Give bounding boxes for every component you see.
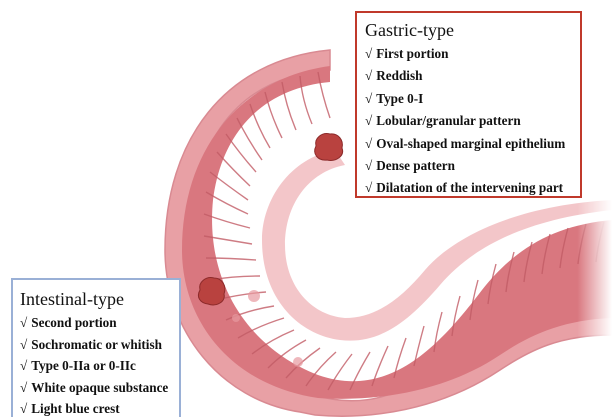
intestinal-type-box: Intestinal-type √ Second portion √ Sochrom… bbox=[11, 278, 181, 417]
intestinal-type-title: Intestinal-type bbox=[20, 288, 179, 310]
feature-text: Lobular/granular pattern bbox=[376, 113, 520, 128]
check-icon: √ bbox=[20, 401, 27, 416]
list-item: √ Lobular/granular pattern bbox=[365, 110, 580, 132]
list-item: √ Light blue crest bbox=[20, 398, 179, 417]
gastric-type-box: Gastric-type √ First portion √ Reddish √ Ty… bbox=[355, 11, 582, 198]
check-icon: √ bbox=[20, 337, 27, 352]
gastric-type-title: Gastric-type bbox=[365, 19, 580, 41]
feature-text: Type 0-I bbox=[376, 91, 423, 106]
list-item: √ Type 0-IIa or 0-IIc bbox=[20, 355, 179, 377]
list-item: √ Type 0-I bbox=[365, 88, 580, 110]
check-icon: √ bbox=[365, 158, 372, 173]
feature-text: Second portion bbox=[31, 315, 116, 330]
feature-text: White opaque substance bbox=[31, 380, 168, 395]
feature-text: Dilatation of the intervening part bbox=[376, 180, 563, 195]
list-item: √ Oval-shaped marginal epithelium bbox=[365, 133, 580, 155]
feature-text: First portion bbox=[376, 46, 448, 61]
feature-text: Light blue crest bbox=[31, 401, 119, 416]
feature-text: Sochromatic or whitish bbox=[31, 337, 162, 352]
check-icon: √ bbox=[20, 315, 27, 330]
feature-text: Dense pattern bbox=[376, 158, 455, 173]
intestinal-type-lesion bbox=[198, 278, 224, 305]
list-item: √ Dense pattern bbox=[365, 155, 580, 177]
feature-text: Type 0-IIa or 0-IIc bbox=[31, 358, 136, 373]
gastric-type-feature-list: √ First portion √ Reddish √ Type 0-I √ Lobul… bbox=[365, 43, 580, 200]
list-item: √ First portion bbox=[365, 43, 580, 65]
intestinal-type-feature-list: √Second portion √Sochromatic or whitish … bbox=[20, 312, 179, 417]
check-icon: √ bbox=[365, 91, 372, 106]
gastric-type-lesion bbox=[315, 134, 343, 161]
feature-text: Oval-shaped marginal epithelium bbox=[376, 136, 565, 151]
list-item: √ Dilatation of the intervening part bbox=[365, 177, 580, 199]
check-icon: √ bbox=[365, 180, 372, 195]
check-icon: √ bbox=[20, 358, 27, 373]
list-item: √ White opaque substance bbox=[20, 377, 179, 399]
feature-text: Reddish bbox=[376, 68, 422, 83]
check-icon: √ bbox=[365, 136, 372, 151]
check-icon: √ bbox=[20, 380, 27, 395]
check-icon: √ bbox=[365, 46, 372, 61]
check-icon: √ bbox=[365, 113, 372, 128]
check-icon: √ bbox=[365, 68, 372, 83]
list-item: √ Second portion bbox=[20, 312, 179, 334]
list-item: √ Sochromatic or whitish bbox=[20, 334, 179, 356]
list-item: √ Reddish bbox=[365, 65, 580, 87]
